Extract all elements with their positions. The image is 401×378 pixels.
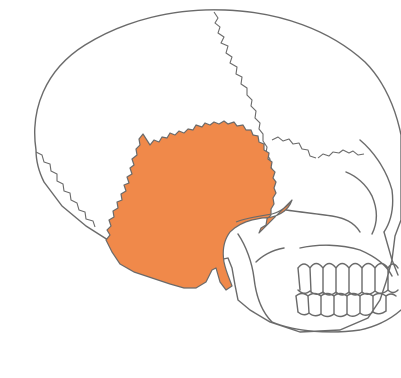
skull-diagram (0, 0, 401, 378)
skull-illustration (0, 0, 401, 378)
